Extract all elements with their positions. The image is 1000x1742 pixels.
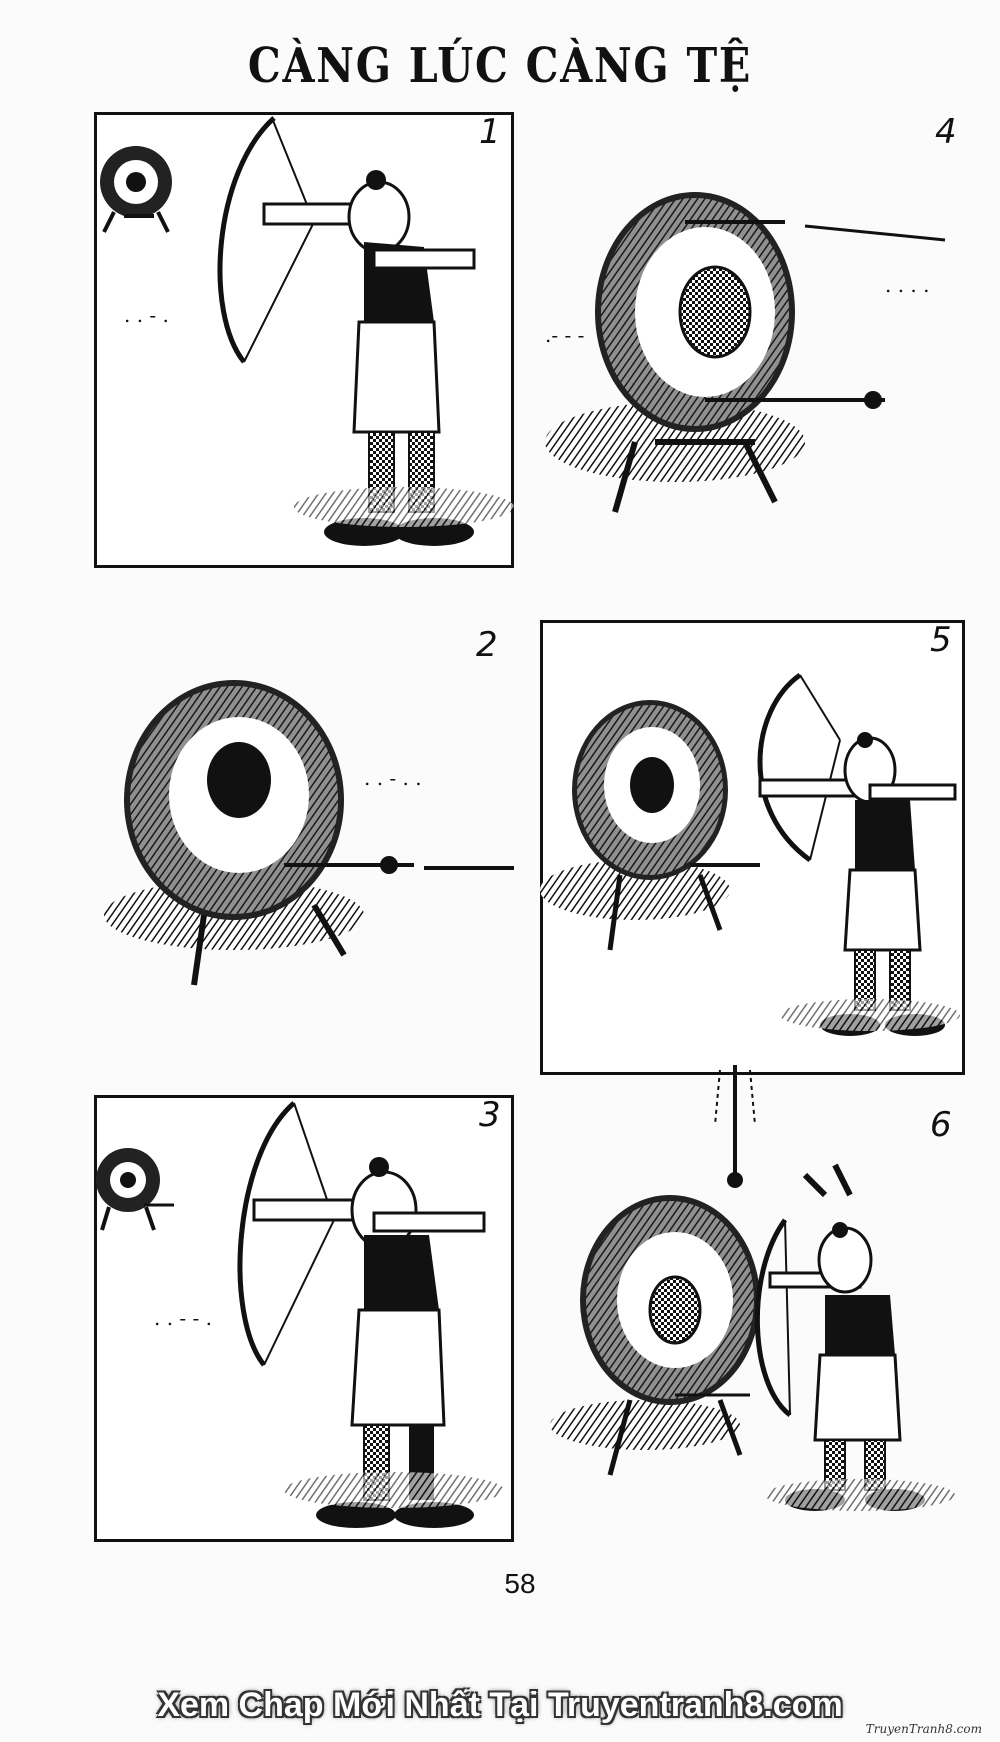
panel-5-art <box>540 620 965 1075</box>
svg-text:. . - - .: . . - - . <box>154 1306 212 1330</box>
panel-5-number: 5 <box>930 620 952 660</box>
panel-2-art: . . - . . <box>104 680 514 986</box>
comic-panel-3: . . - - . 3 <box>94 1095 514 1542</box>
panel-3-number: 3 <box>479 1095 501 1135</box>
panel-6-number: 6 <box>930 1105 952 1145</box>
promo-banner-link[interactable]: Xem Chap Mới Nhất Tại Truyentranh8.com <box>157 1686 843 1724</box>
small-target-icon <box>96 1148 174 1231</box>
archer-figure <box>755 1163 955 1511</box>
comic-panel-6: 6 <box>550 1055 970 1545</box>
small-target-icon <box>100 146 172 233</box>
falling-arrow-icon <box>714 1065 756 1188</box>
site-watermark: TruyenTranh8.com <box>865 1722 982 1736</box>
panel-1-art: . . - . <box>94 112 514 568</box>
comic-panel-1: . . - . 1 <box>94 112 514 568</box>
page-number: 58 <box>504 1568 536 1599</box>
comic-panel-2: . . - . . 2 <box>94 625 524 995</box>
svg-text:.- - -: .- - - <box>545 323 584 347</box>
archer-figure <box>217 116 514 546</box>
archer-figure <box>237 1101 504 1528</box>
target-icon <box>580 1195 760 1476</box>
target-icon <box>124 680 347 986</box>
svg-text:. . . .: . . . . <box>885 273 930 297</box>
svg-text:. . - . .: . . - . . <box>364 766 422 790</box>
comic-panel-4: . . . . .- - - 4 <box>545 112 965 532</box>
archer-figure <box>757 672 960 1036</box>
panel-1-number: 1 <box>479 112 501 152</box>
panel-2-number: 2 <box>476 625 498 665</box>
panel-4-art: . . . . .- - - <box>545 192 946 513</box>
panel-4-number: 4 <box>935 112 957 152</box>
page-title: CÀNG LÚC CÀNG TỆ <box>247 38 753 94</box>
panel-6-art <box>550 1065 955 1511</box>
panel-3-art: . . - - . <box>94 1095 514 1542</box>
target-icon <box>595 192 795 513</box>
comic-panel-5: 5 <box>540 620 965 1075</box>
target-icon <box>572 700 728 951</box>
svg-text:. . - .: . . - . <box>124 303 169 327</box>
